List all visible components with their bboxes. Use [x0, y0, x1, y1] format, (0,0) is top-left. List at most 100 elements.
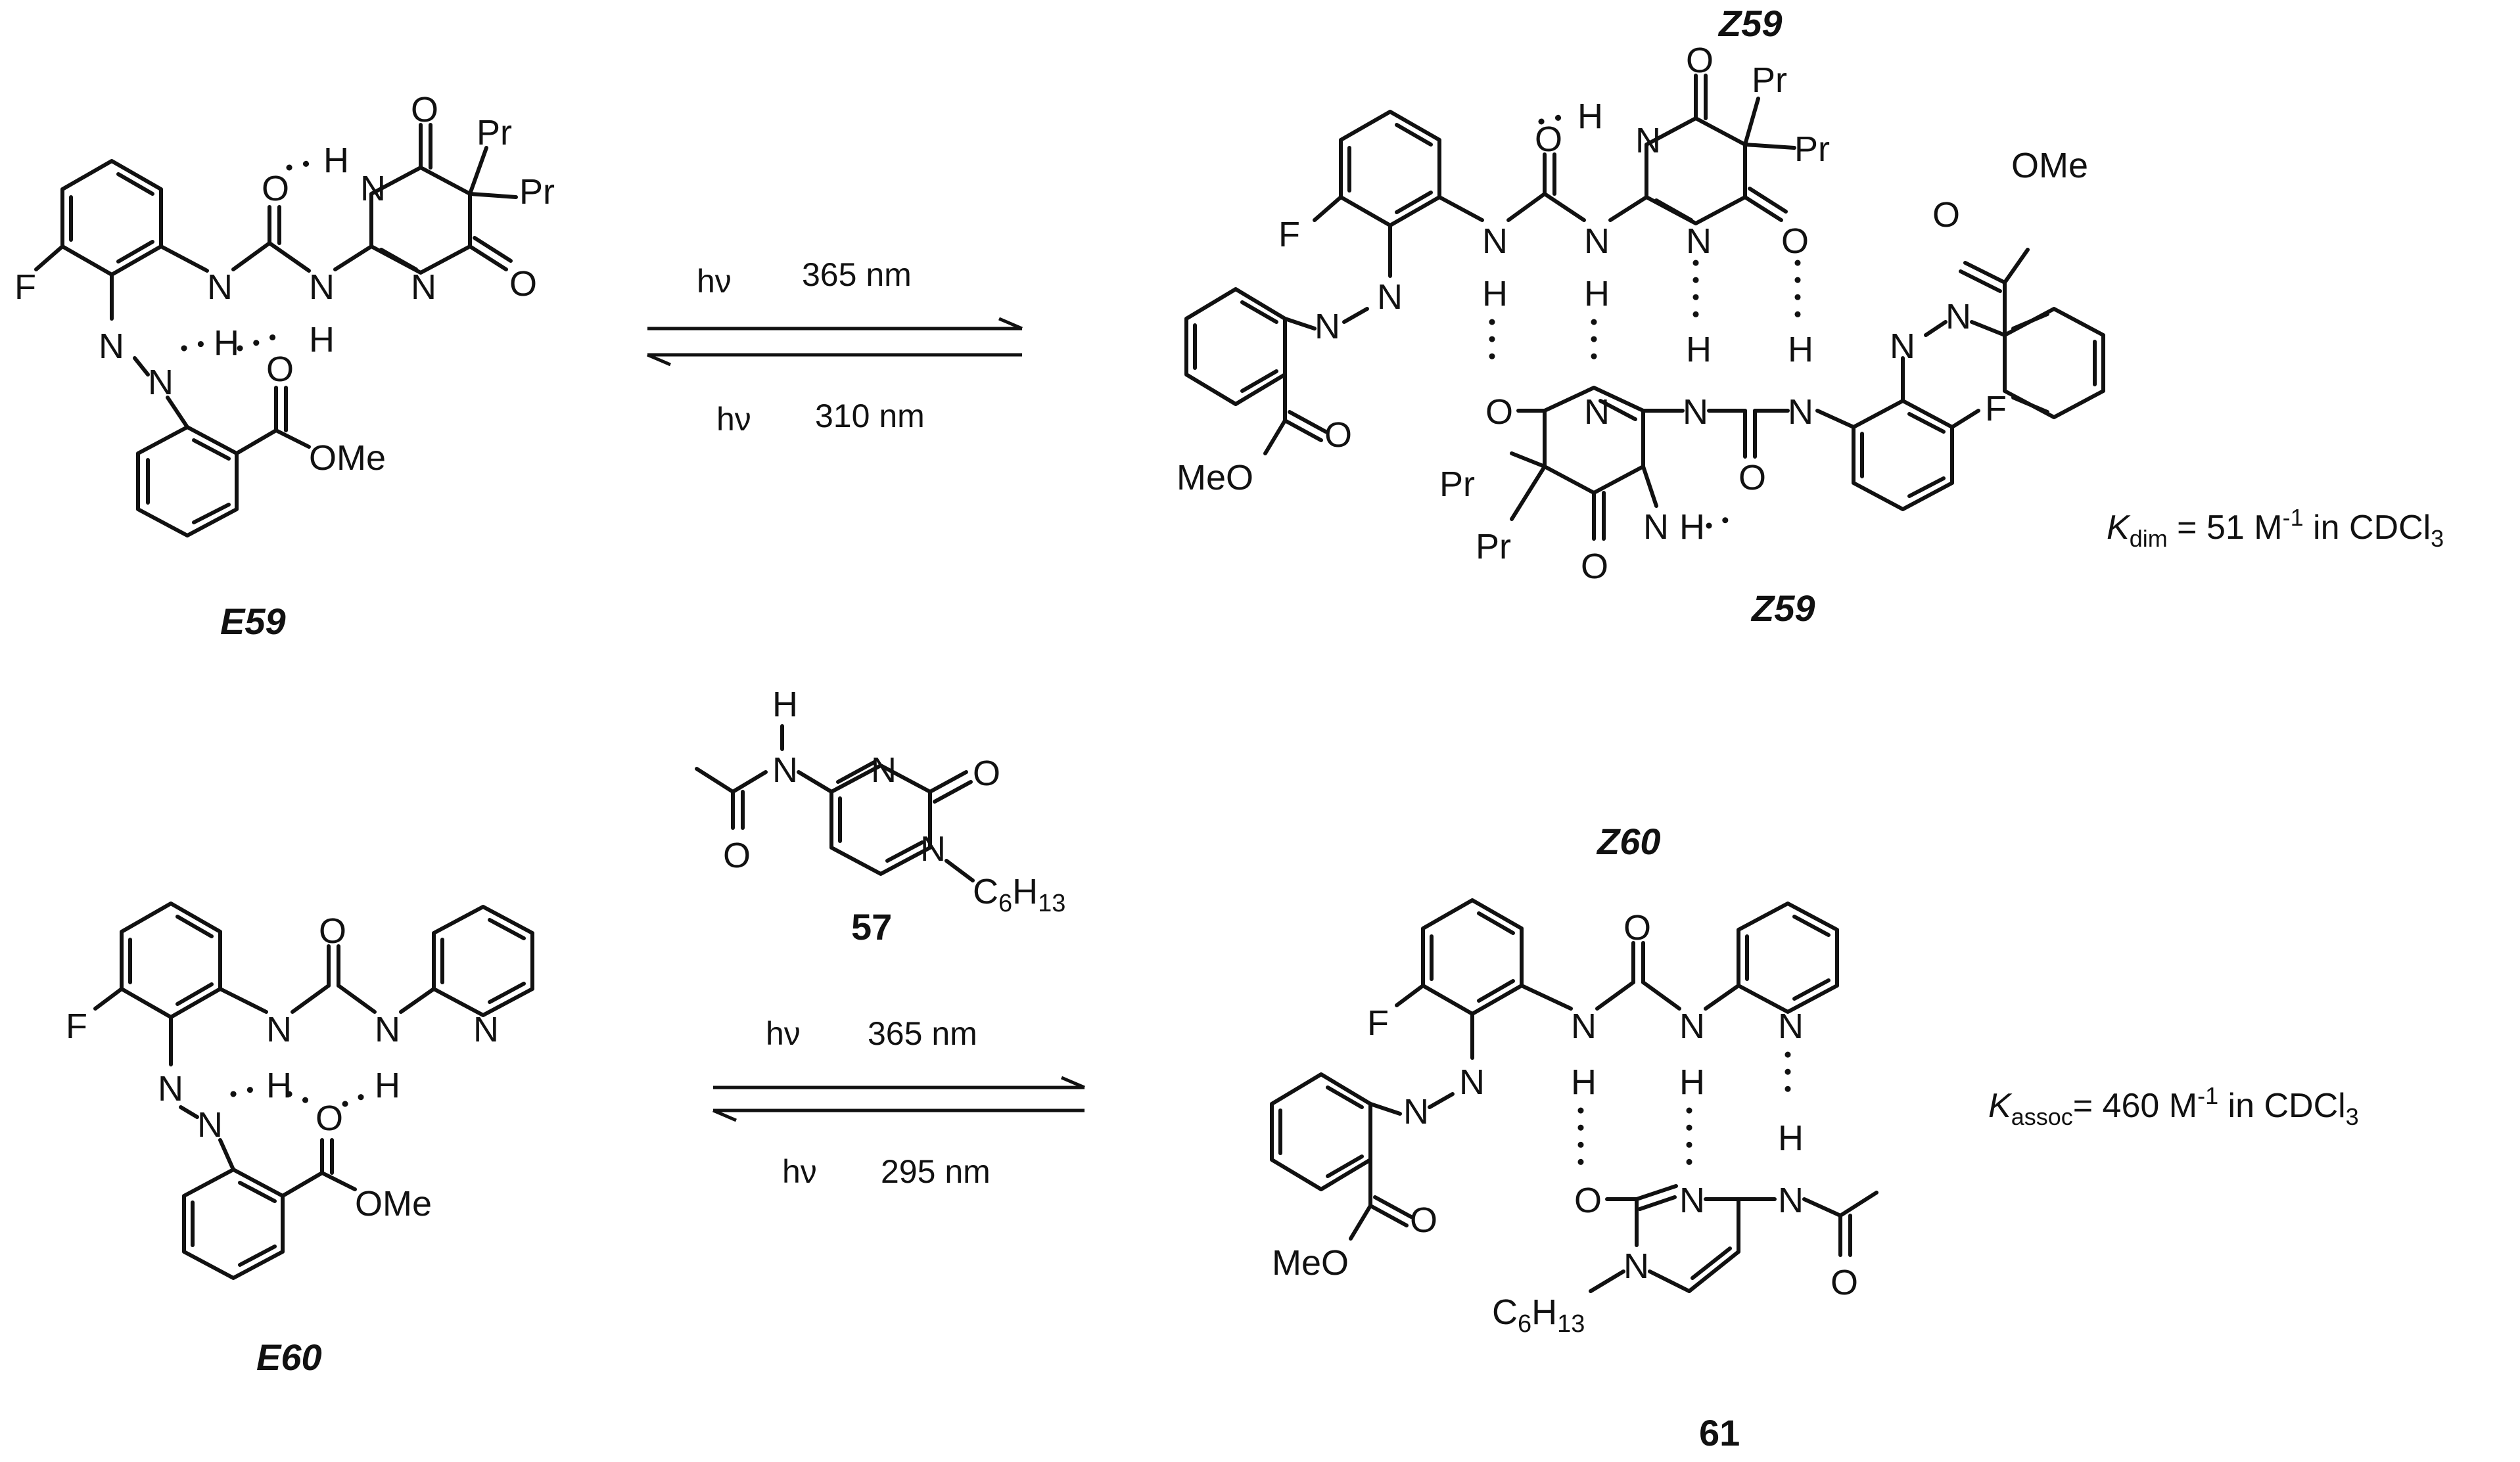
atom-n: N [266, 1010, 292, 1049]
atom-c6h13: C6H13 [1492, 1292, 1585, 1338]
atom-o: O [1831, 1263, 1858, 1302]
atom-n: N [411, 267, 436, 307]
equilibrium-arrows-2[interactable] [712, 1076, 1085, 1122]
molecule-e60: F N H O N H N N N O OMe [66, 902, 534, 1280]
atom-n: N [207, 267, 233, 307]
atom-h: H [1482, 274, 1508, 313]
wavelength-reverse-1: 310 nm [815, 398, 925, 434]
label-z59-top: Z59 [1717, 3, 1783, 44]
atom-f: F [1278, 215, 1300, 254]
atom-n: N [1890, 327, 1915, 366]
atom-o: O [1738, 458, 1766, 497]
atom-f: F [66, 1007, 87, 1046]
atom-o: O [1574, 1181, 1602, 1220]
atom-h: H [214, 323, 239, 363]
hv-reverse-2: hν [782, 1153, 817, 1190]
atom-o: O [262, 169, 289, 208]
atom-o: O [723, 836, 751, 875]
atom-o: O [509, 264, 537, 304]
atom-o: O [1535, 120, 1562, 159]
atom-n: N [871, 750, 897, 790]
wavelength-reverse-2: 295 nm [881, 1153, 991, 1190]
atom-h: H [1577, 97, 1603, 136]
atom-n: N [1686, 221, 1712, 261]
hv-forward-2: hν [766, 1015, 801, 1052]
atom-o: O [315, 1099, 343, 1138]
atom-o: O [411, 90, 438, 129]
label-z59-bottom: Z59 [1750, 587, 1815, 629]
atom-n: N [1778, 1007, 1804, 1046]
molecule-e59: F N O N H N H N O O Pr Pr N N H [14, 90, 555, 537]
atom-meo: MeO [1177, 458, 1253, 497]
atom-n: N [920, 829, 946, 869]
atom-h: H [375, 1066, 400, 1105]
atom-pr: Pr [519, 172, 555, 212]
atom-f: F [1367, 1003, 1389, 1043]
wavelength-forward-1: 365 nm [802, 256, 912, 293]
kassoc-label: Kassoc= 460 M-1 in CDCl3 [1988, 1082, 2359, 1130]
atom-h: H [1571, 1062, 1597, 1102]
atom-n: N [1778, 1181, 1804, 1220]
atom-pr: Pr [1439, 465, 1475, 504]
atom-n: N [375, 1010, 400, 1049]
atom-n: N [1679, 1181, 1705, 1220]
atom-n: N [1403, 1092, 1429, 1131]
wavelength-forward-2: 365 nm [868, 1015, 977, 1052]
atom-n: N [1482, 221, 1508, 261]
atom-pr: Pr [1794, 129, 1830, 169]
atom-h: H [772, 685, 798, 724]
atom-o: O [266, 350, 294, 389]
atom-n: N [1571, 1007, 1597, 1046]
atom-ome: OMe [309, 438, 386, 478]
atom-n: N [1459, 1062, 1485, 1102]
atom-n: N [772, 750, 798, 790]
atom-n: N [1643, 507, 1669, 547]
label-e60: E60 [256, 1336, 322, 1378]
atom-n: N [1315, 307, 1340, 346]
atom-n: N [197, 1105, 223, 1145]
atom-h: H [1778, 1118, 1804, 1158]
label-57: 57 [851, 906, 892, 948]
atom-o: O [1581, 547, 1608, 586]
atom-o: O [319, 911, 346, 951]
atom-o: O [973, 754, 1000, 793]
atom-c6h13: C6H13 [973, 872, 1065, 917]
atom-n: N [1679, 1007, 1705, 1046]
atom-o: O [1932, 195, 1960, 235]
molecule-z59-dimer: F N H O N H N H N O O Pr Pr N N [1177, 41, 2105, 586]
atom-o: O [1410, 1200, 1437, 1240]
atom-o: O [1623, 908, 1651, 948]
atom-o: O [1485, 392, 1513, 432]
atom-o: O [1686, 41, 1714, 80]
atom-ome: OMe [355, 1184, 432, 1223]
atom-n: N [1635, 121, 1661, 160]
label-e59: E59 [220, 601, 286, 642]
molecule-61-complex: F N H O N H N H N N O MeO O [1270, 898, 1878, 1338]
atom-pr: Pr [477, 113, 512, 152]
hv-forward-1: hν [697, 263, 732, 300]
atom-n: N [1946, 297, 1971, 336]
atom-n: N [1788, 392, 1813, 432]
kdim-label: Kdim = 51 M-1 in CDCl3 [2107, 504, 2444, 552]
atom-h: H [1686, 330, 1712, 369]
label-z60: Z60 [1596, 821, 1661, 862]
atom-h: H [266, 1066, 292, 1105]
atom-h: H [1679, 1062, 1705, 1102]
atom-n: N [473, 1010, 499, 1049]
atom-n: N [309, 267, 335, 307]
atom-h: H [309, 320, 335, 359]
atom-f: F [1985, 389, 2007, 428]
atom-n: N [1584, 392, 1610, 432]
atom-n: N [148, 363, 174, 402]
atom-n: N [1683, 392, 1708, 432]
atom-h: H [1679, 507, 1705, 547]
equilibrium-arrows-1[interactable] [647, 317, 1023, 367]
atom-o: O [1324, 415, 1352, 455]
atom-meo: MeO [1272, 1243, 1349, 1283]
atom-ome: OMe [2011, 146, 2088, 185]
atom-h: H [323, 141, 349, 180]
label-61: 61 [1699, 1412, 1740, 1453]
atom-pr: Pr [1476, 527, 1511, 566]
